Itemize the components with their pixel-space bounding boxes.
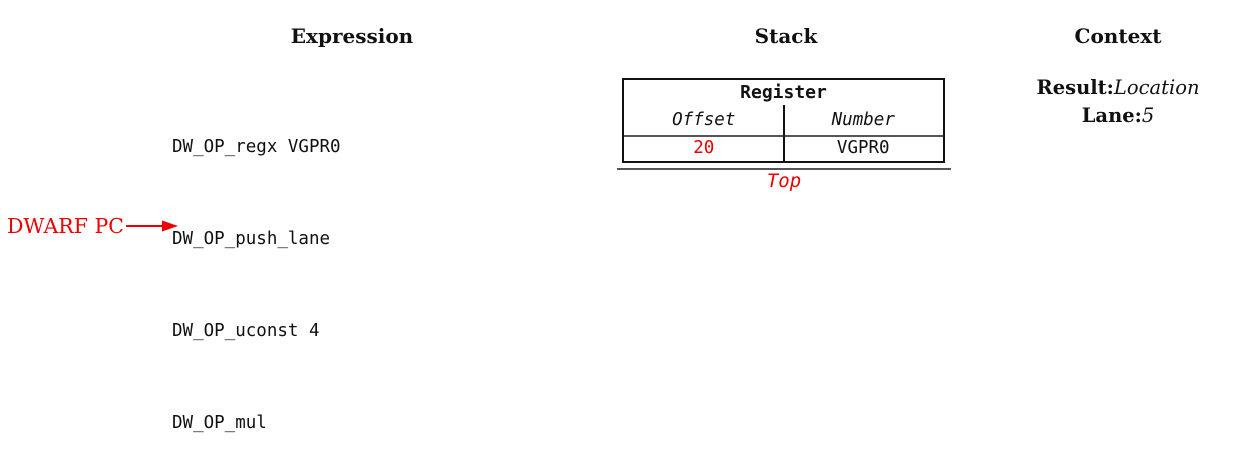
result-label: Result: (1036, 76, 1114, 99)
lane-label: Lane: (1081, 104, 1142, 127)
stack-entry-table: Register Offset Number 20 VGPR0 (622, 78, 945, 163)
dwarf-pc-pointer: DWARF PC (7, 214, 178, 238)
right-arrow-icon (125, 220, 178, 232)
context-result-row: Result:Location (1037, 74, 1200, 102)
dwarf-pc-label: DWARF PC (7, 214, 124, 238)
result-value: Location (1113, 76, 1200, 99)
expression-op: DW_OP_regx VGPR0 (172, 137, 341, 158)
expression-op-list: DW_OP_regx VGPR0 DW_OP_push_lane DW_OP_u… (172, 71, 341, 468)
stack-entry-field-headers: Offset Number (624, 105, 943, 135)
expression-column-title: Expression (290, 24, 414, 48)
stack-top-label: Top (766, 170, 802, 192)
context-column-title: Context (1074, 24, 1162, 48)
stack-base-line (617, 168, 951, 170)
number-header-cell: Number (831, 110, 895, 130)
offset-value-cell: 20 (693, 138, 715, 158)
offset-header-cell: Offset (672, 110, 736, 130)
expression-op: DW_OP_uconst 4 (172, 321, 320, 342)
stack-entry-type: Register (740, 82, 827, 103)
expression-op: DW_OP_mul (172, 413, 267, 434)
lane-value: 5 (1141, 104, 1155, 127)
expression-op: DW_OP_push_lane (172, 229, 331, 250)
context-lane-row: Lane:5 (1037, 102, 1200, 130)
stack-column-title: Stack (754, 24, 818, 48)
number-value-cell: VGPR0 (836, 138, 890, 158)
context-fields: Result:Location Lane:5 (1037, 74, 1200, 130)
column-divider-line (783, 105, 785, 161)
